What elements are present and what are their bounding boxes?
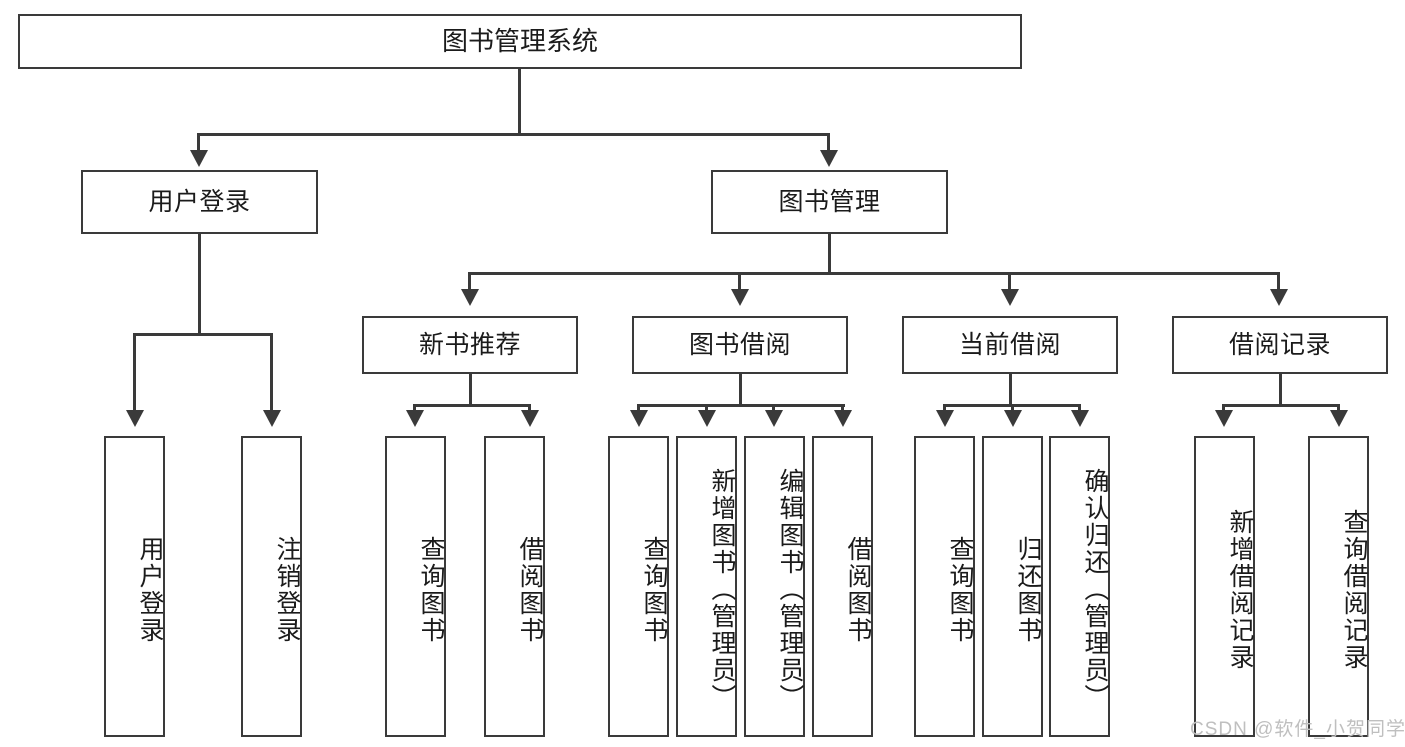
arrow-current-borrow-leaf3 bbox=[1071, 410, 1089, 427]
node-label: 用户登录 bbox=[136, 535, 164, 644]
node-book-management[interactable]: 图书管理 bbox=[711, 170, 948, 234]
leaf-query-book-recommend[interactable]: 查询图书 bbox=[385, 436, 446, 737]
connector-new-book-recommend-leaf2 bbox=[528, 404, 531, 414]
leaf-borrow-book-recommend[interactable]: 借阅图书 bbox=[484, 436, 545, 737]
arrow-root-to-book-management bbox=[820, 150, 838, 167]
leaf-add-borrow-record[interactable]: 新增借阅记录 bbox=[1194, 436, 1255, 737]
leaf-borrow-book[interactable]: 借阅图书 bbox=[812, 436, 873, 737]
connector-root-stem bbox=[518, 69, 521, 136]
arrow-borrow-record-leaf2 bbox=[1330, 410, 1348, 427]
connector-borrow-record-leaf1 bbox=[1222, 404, 1225, 414]
connector-root-to-book-management bbox=[827, 133, 830, 155]
node-label: 借阅图书 bbox=[844, 535, 872, 644]
arrow-to-new-book-recommend bbox=[461, 289, 479, 306]
node-label: 当前借阅 bbox=[958, 330, 1061, 359]
arrow-new-book-recommend-leaf2 bbox=[521, 410, 539, 427]
node-label: 图书管理系统 bbox=[441, 25, 598, 56]
node-borrow-record[interactable]: 借阅记录 bbox=[1172, 316, 1388, 374]
leaf-query-borrow-record[interactable]: 查询借阅记录 bbox=[1308, 436, 1369, 737]
arrow-to-book-borrow bbox=[731, 289, 749, 306]
connector-current-borrow-leaf2 bbox=[1011, 404, 1014, 414]
arrow-to-current-borrow bbox=[1001, 289, 1019, 306]
node-label: 新增借阅记录 bbox=[1226, 508, 1254, 671]
leaf-user-logout[interactable]: 注销登录 bbox=[241, 436, 302, 737]
connector-book-borrow-leaf1 bbox=[637, 404, 640, 414]
connector-to-borrow-record bbox=[1277, 272, 1280, 294]
node-label: 查询借阅记录 bbox=[1340, 508, 1368, 671]
arrow-book-borrow-leaf3 bbox=[765, 410, 783, 427]
connector-book-management-bar bbox=[468, 272, 1280, 275]
arrow-user-login-leaf1 bbox=[126, 410, 144, 427]
node-label: 查询图书 bbox=[946, 535, 974, 644]
connector-current-borrow-stem bbox=[1009, 374, 1012, 406]
arrow-new-book-recommend-leaf1 bbox=[406, 410, 424, 427]
arrow-book-borrow-leaf4 bbox=[834, 410, 852, 427]
connector-borrow-record-leaf2 bbox=[1337, 404, 1340, 414]
arrow-root-to-user-login bbox=[190, 150, 208, 167]
connector-new-book-recommend-stem bbox=[469, 374, 472, 406]
node-user-login[interactable]: 用户登录 bbox=[81, 170, 318, 234]
node-label: 归还图书 bbox=[1014, 535, 1042, 644]
connector-new-book-recommend-leaf1 bbox=[413, 404, 416, 414]
arrow-current-borrow-leaf1 bbox=[936, 410, 954, 427]
connector-to-book-borrow bbox=[738, 272, 741, 294]
arrow-book-borrow-leaf1 bbox=[630, 410, 648, 427]
connector-book-management-stem bbox=[828, 234, 831, 274]
connector-user-login-stem bbox=[198, 234, 201, 335]
connector-root-bar bbox=[197, 133, 830, 136]
connector-book-borrow-leaf3 bbox=[772, 404, 775, 414]
connector-book-borrow-stem bbox=[739, 374, 742, 406]
node-book-borrow[interactable]: 图书借阅 bbox=[632, 316, 848, 374]
connector-root-to-user-login bbox=[197, 133, 200, 155]
node-label: 确认归还（管理员） bbox=[1081, 468, 1109, 711]
arrow-book-borrow-leaf2 bbox=[698, 410, 716, 427]
connector-book-borrow-leaf2 bbox=[705, 404, 708, 414]
arrow-to-borrow-record bbox=[1270, 289, 1288, 306]
connector-user-login-leaf1 bbox=[133, 333, 136, 414]
node-label: 查询图书 bbox=[417, 535, 445, 644]
node-label: 编辑图书（管理员） bbox=[776, 468, 804, 711]
connector-to-current-borrow bbox=[1008, 272, 1011, 294]
connector-to-new-book-recommend bbox=[468, 272, 471, 294]
node-label: 图书借阅 bbox=[688, 330, 791, 359]
connector-current-borrow-leaf1 bbox=[943, 404, 946, 414]
connector-current-borrow-leaf3 bbox=[1078, 404, 1081, 414]
leaf-query-book-borrow[interactable]: 查询图书 bbox=[608, 436, 669, 737]
connector-borrow-record-stem bbox=[1279, 374, 1282, 406]
arrow-user-login-leaf2 bbox=[263, 410, 281, 427]
arrow-borrow-record-leaf1 bbox=[1215, 410, 1233, 427]
leaf-add-book-admin[interactable]: 新增图书（管理员） bbox=[676, 436, 737, 737]
node-label: 借阅记录 bbox=[1228, 330, 1331, 359]
connector-user-login-bar bbox=[133, 333, 272, 336]
node-label: 借阅图书 bbox=[516, 535, 544, 644]
node-label: 用户登录 bbox=[148, 187, 251, 216]
arrow-current-borrow-leaf2 bbox=[1004, 410, 1022, 427]
leaf-confirm-return-admin[interactable]: 确认归还（管理员） bbox=[1049, 436, 1110, 737]
connector-new-book-recommend-bar bbox=[413, 404, 531, 407]
leaf-query-book-current[interactable]: 查询图书 bbox=[914, 436, 975, 737]
leaf-return-book[interactable]: 归还图书 bbox=[982, 436, 1043, 737]
node-label: 注销登录 bbox=[273, 535, 301, 644]
node-label: 图书管理 bbox=[778, 187, 881, 216]
leaf-edit-book-admin[interactable]: 编辑图书（管理员） bbox=[744, 436, 805, 737]
node-current-borrow[interactable]: 当前借阅 bbox=[902, 316, 1118, 374]
node-label: 新增图书（管理员） bbox=[708, 468, 736, 711]
connector-user-login-leaf2 bbox=[270, 333, 273, 414]
connector-borrow-record-bar bbox=[1222, 404, 1340, 407]
node-new-book-recommend[interactable]: 新书推荐 bbox=[362, 316, 578, 374]
connector-book-borrow-bar bbox=[637, 404, 845, 407]
connector-book-borrow-leaf4 bbox=[841, 404, 844, 414]
node-root-book-management-system[interactable]: 图书管理系统 bbox=[18, 14, 1022, 69]
node-label: 查询图书 bbox=[640, 535, 668, 644]
node-label: 新书推荐 bbox=[418, 330, 521, 359]
leaf-user-login[interactable]: 用户登录 bbox=[104, 436, 165, 737]
